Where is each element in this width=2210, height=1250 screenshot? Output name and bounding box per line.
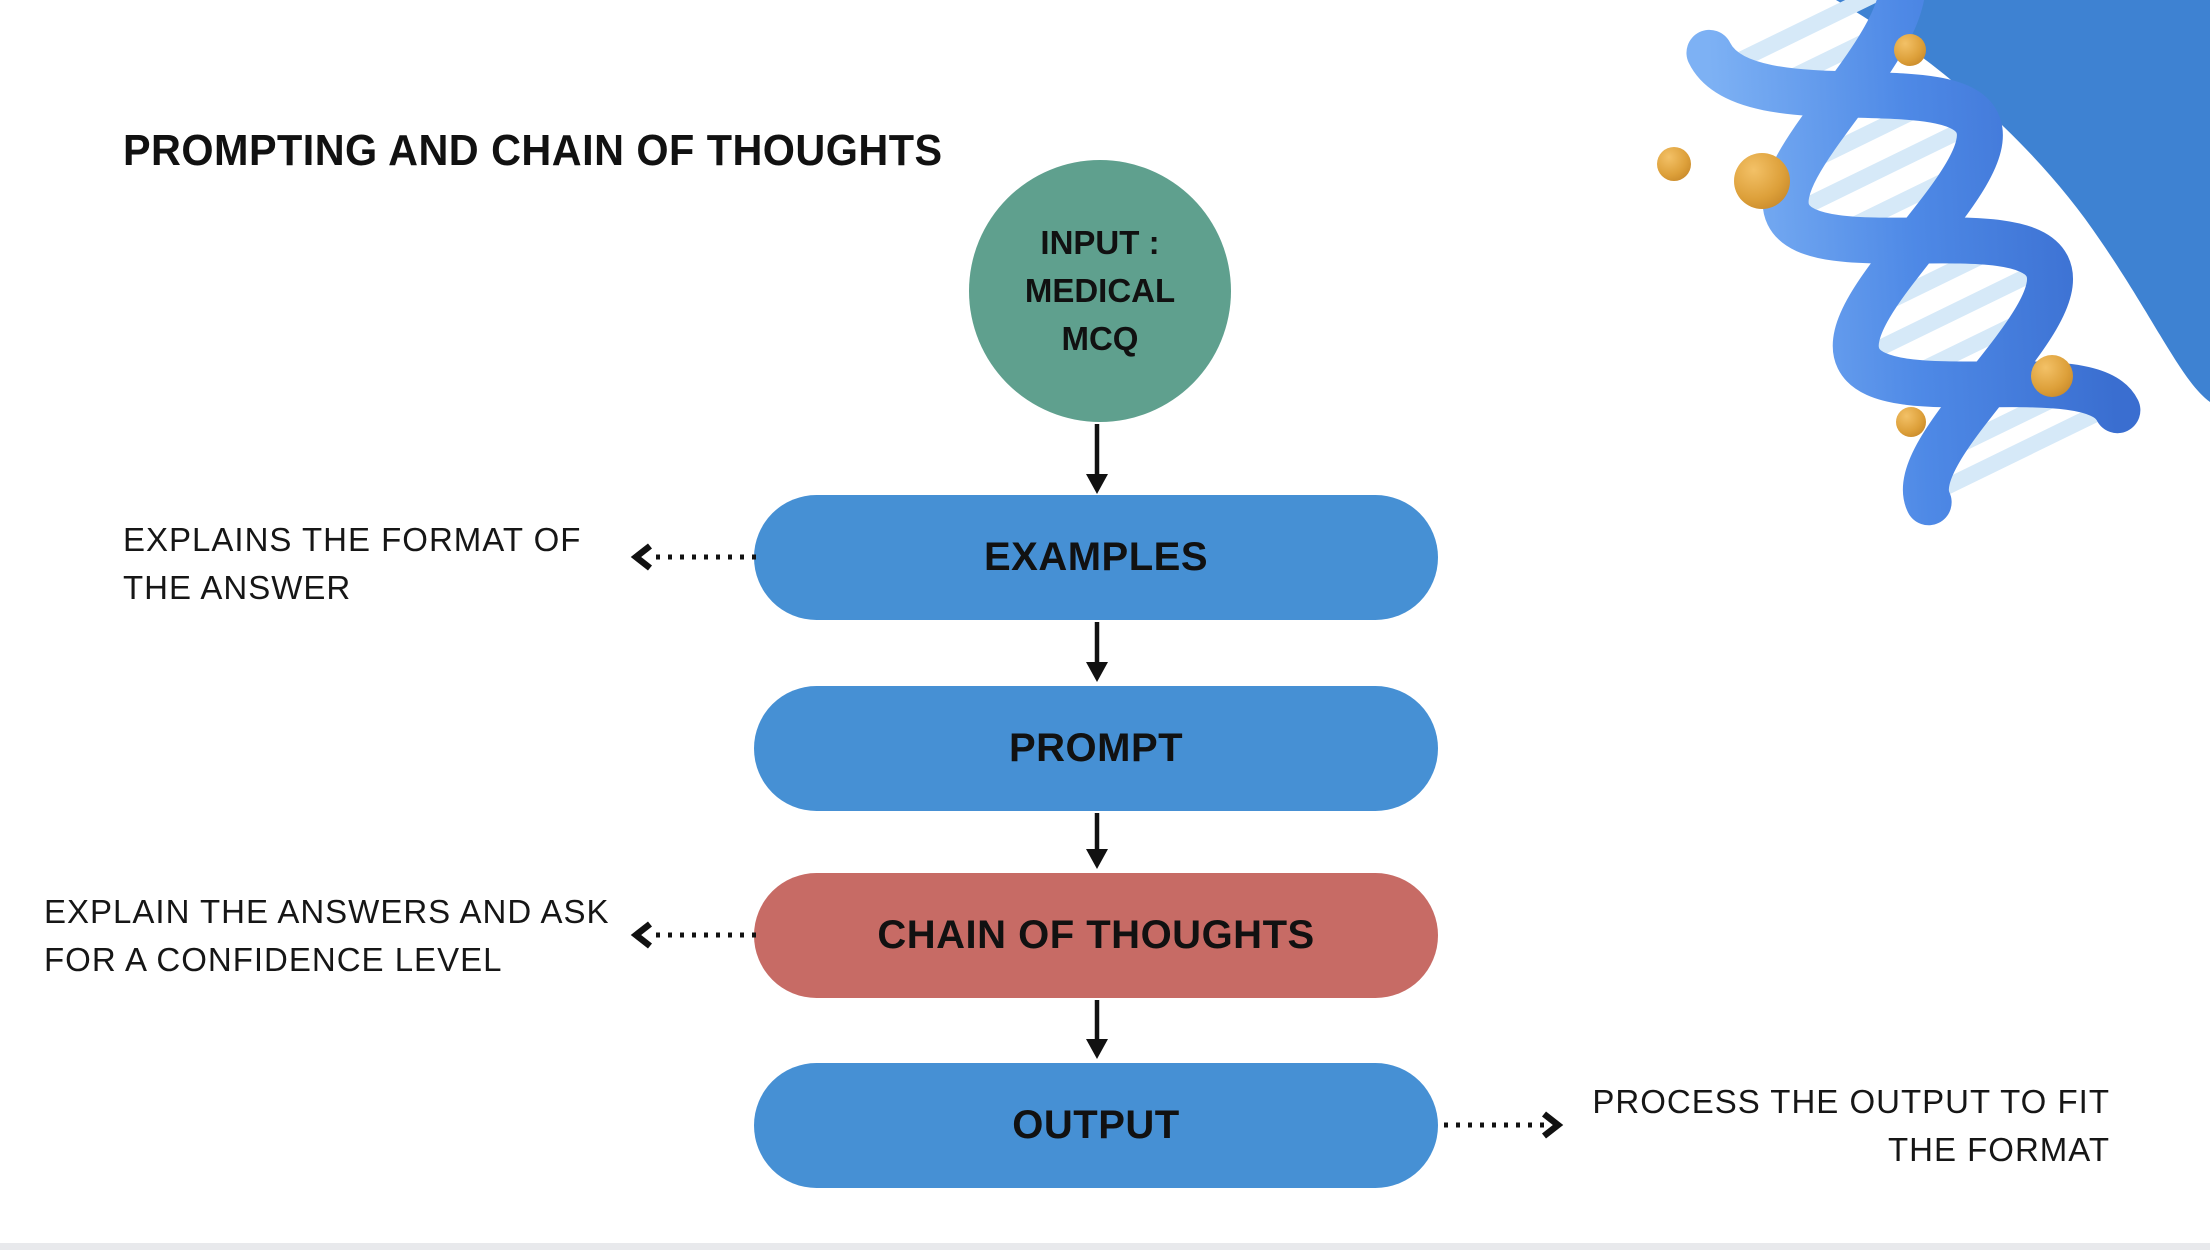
bottom-edge-strip: [0, 1243, 2210, 1250]
dna-helix-illustration: [1657, 0, 2210, 526]
page-title: PROMPTING AND CHAIN OF THOUGHTS: [123, 126, 943, 175]
dna-strands: [1686, 0, 2141, 526]
dna-helix: [1686, 0, 2141, 526]
dotted-arrow-output-note: [1444, 1111, 1564, 1139]
step-box-chain-of-thoughts: CHAIN OF THOUGHTS: [754, 873, 1438, 998]
arrow-prompt-to-cot: [1086, 813, 1108, 869]
step-box-prompt: PROMPT: [754, 686, 1438, 811]
orange-sphere-icon: [1894, 34, 1926, 66]
arrow-input-to-examples: [1086, 424, 1108, 494]
orange-sphere-icon: [1896, 407, 1926, 437]
note-chain-of-thoughts: EXPLAIN THE ANSWERS AND ASK FOR A CONFID…: [44, 893, 610, 978]
dotted-arrow-examples-note: [630, 543, 756, 571]
arrow-examples-to-prompt: [1086, 622, 1108, 682]
input-node: INPUT : MEDICAL MCQ: [969, 160, 1231, 422]
step-box-examples: EXAMPLES: [754, 495, 1438, 620]
arrow-cot-to-output: [1086, 1000, 1108, 1059]
orange-sphere-icon: [2031, 355, 2073, 397]
dotted-arrow-cot-note: [630, 921, 756, 949]
orange-sphere-icon: [1734, 153, 1790, 209]
orange-sphere-icon: [1657, 147, 1691, 181]
orange-spheres: [1657, 34, 2073, 437]
note-output: PROCESS THE OUTPUT TO FIT THE FORMAT: [1592, 1083, 2110, 1168]
step-box-output: OUTPUT: [754, 1063, 1438, 1188]
note-examples: EXPLAINS THE FORMAT OF THE ANSWER: [123, 521, 582, 606]
corner-blob-shape: [1836, 0, 2210, 402]
